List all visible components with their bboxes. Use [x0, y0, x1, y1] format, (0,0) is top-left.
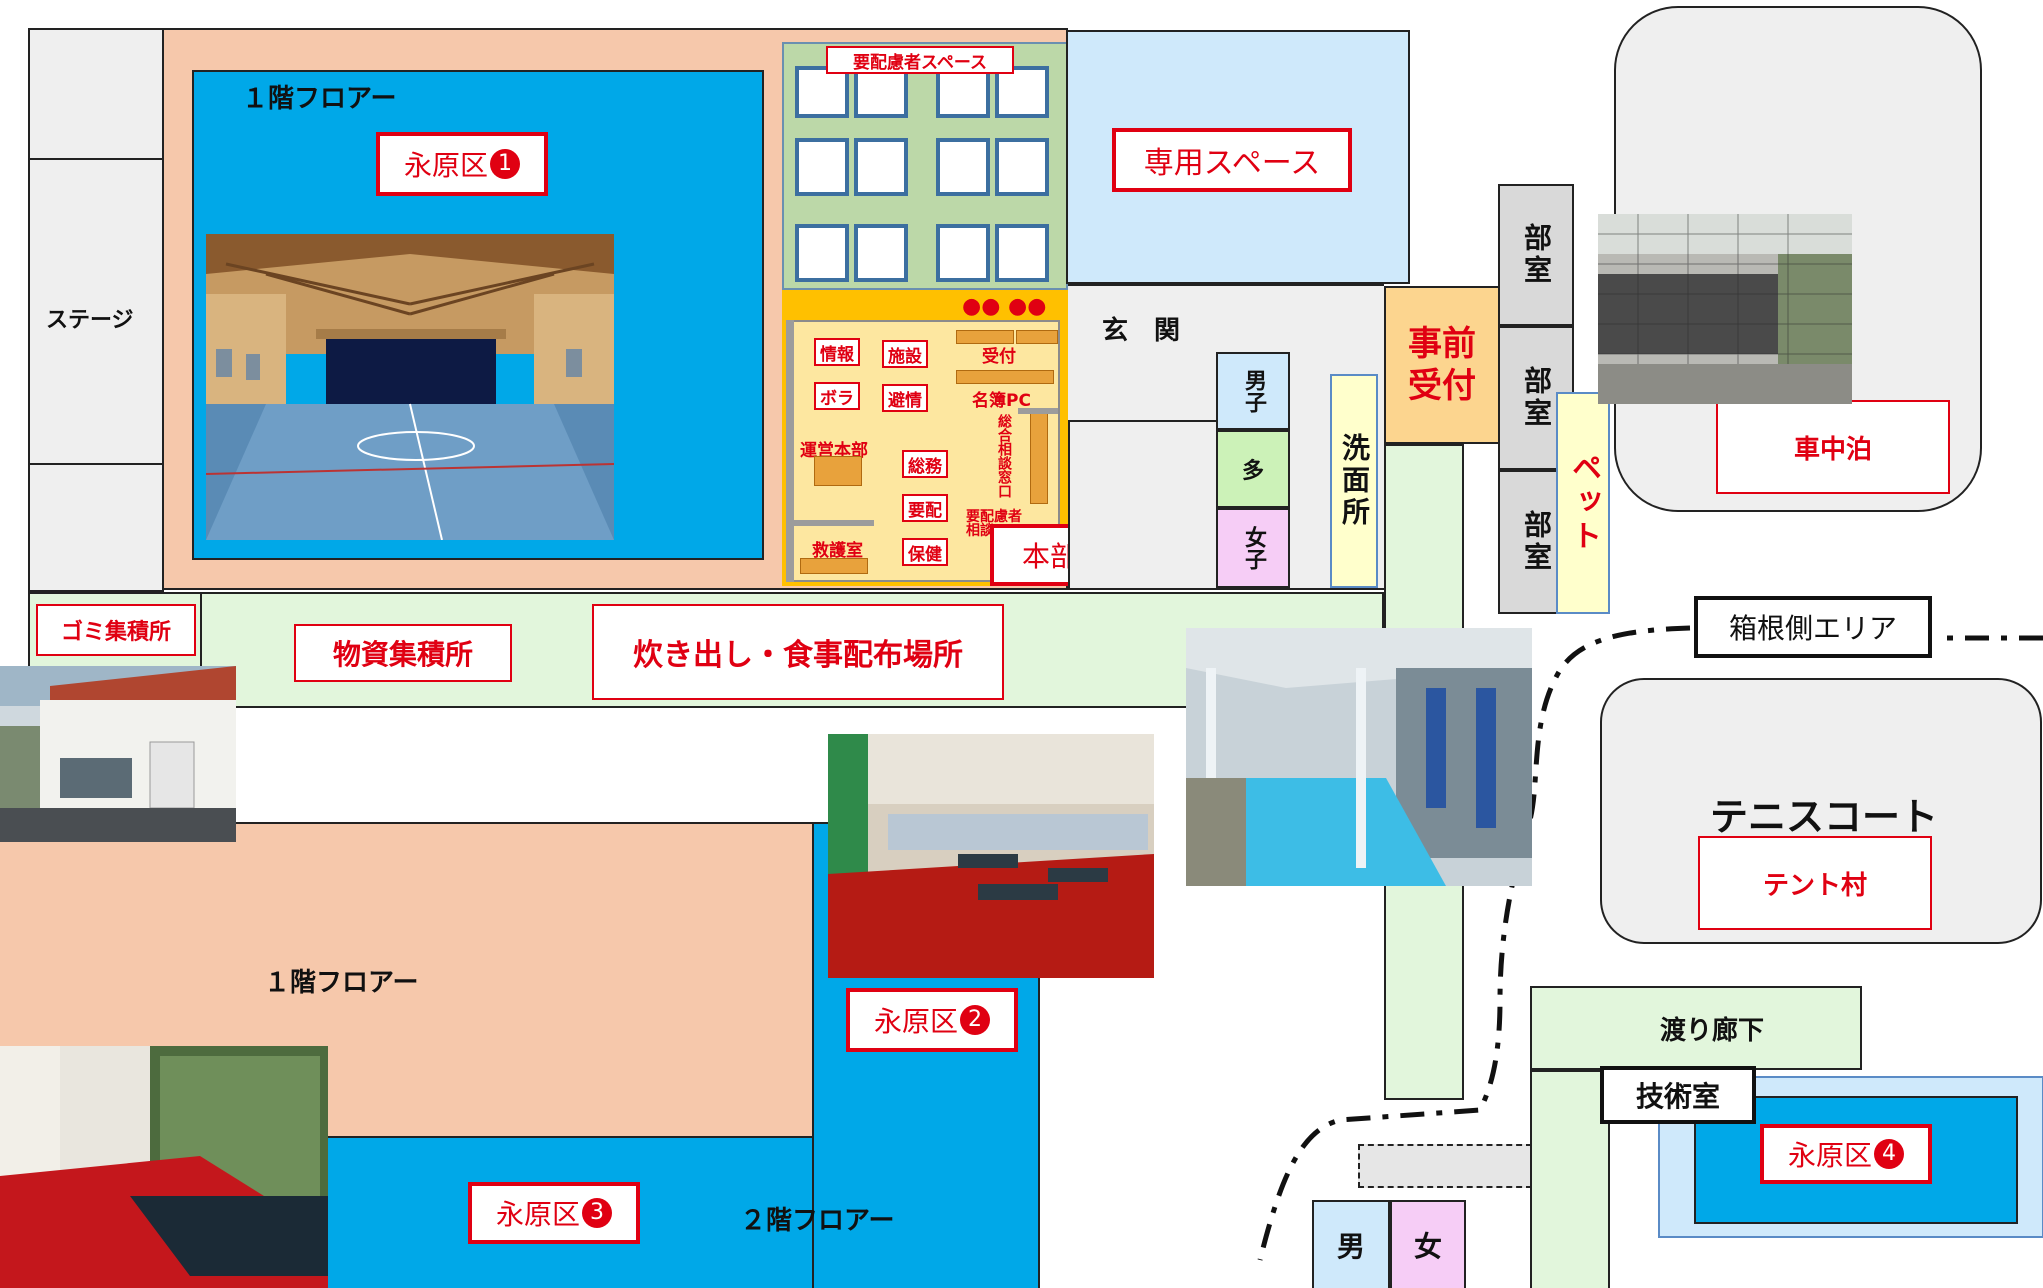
- hq-health: 保健: [902, 538, 948, 566]
- hq-care-consult: 要配慮者相談: [966, 509, 1022, 539]
- corridor-label: 渡り廊下: [1660, 1016, 1765, 1046]
- area-4-text: 永原区: [1787, 1139, 1872, 1172]
- reception-desk: [956, 330, 1014, 344]
- floor1-top-label: １階フロアー: [242, 84, 397, 114]
- club-room-1: 部室: [1498, 184, 1574, 326]
- hakone-area-label: 箱根側エリア: [1694, 596, 1932, 658]
- toilet-bottom-men-label: 男: [1336, 1230, 1365, 1263]
- club-room-3-label: 部室: [1520, 510, 1553, 574]
- area-2-text: 永原区: [873, 1005, 958, 1038]
- stage-divider-1: [28, 158, 164, 160]
- hq-facility: 施設: [882, 340, 928, 368]
- area-1-text: 永原区: [403, 149, 488, 182]
- hq-roster-pc: 名簿PC: [972, 391, 1031, 411]
- table-tennis-room-photo: [828, 734, 1154, 978]
- tech-room-label: 技術室: [1600, 1066, 1756, 1124]
- toilet-bottom-men: 男: [1312, 1200, 1390, 1288]
- entrance-divider: [1068, 420, 1216, 422]
- rescue-bed: [800, 558, 868, 574]
- corridor-bridge: [1530, 986, 1862, 1070]
- floor2-label: ２階フロアー: [740, 1206, 895, 1236]
- toilet-men-label: 男子: [1241, 369, 1266, 413]
- area-3-number-icon: 3: [582, 1198, 612, 1228]
- room-11: [936, 224, 990, 282]
- room-6: [854, 138, 908, 196]
- area-2-number-icon: 2: [960, 1005, 990, 1035]
- toilet-multi-label: 多: [1241, 459, 1264, 484]
- hq-left-wall: [786, 320, 794, 582]
- floor1-bottom-label: １階フロアー: [264, 968, 419, 998]
- toilet-men: 男子: [1216, 352, 1290, 430]
- covered-walkway-photo: [1186, 628, 1532, 886]
- bottom-connector: [1358, 1144, 1532, 1188]
- gym-interior-photo: [206, 234, 614, 540]
- supplies-label: 物資集積所: [294, 624, 512, 682]
- bridge-lower: [1530, 1070, 1610, 1288]
- pre-reception: 事前受付: [1384, 286, 1500, 444]
- dedicated-space-label: 専用スペース: [1112, 128, 1352, 192]
- washroom: 洗面所: [1330, 374, 1378, 588]
- tennis-label: テニスコート: [1710, 795, 1939, 839]
- stage-column: [28, 28, 164, 592]
- area-3-text: 永原区: [495, 1198, 580, 1231]
- room-2: [854, 66, 908, 118]
- toilet-bottom-women: 女: [1390, 1200, 1466, 1288]
- pre-reception-label: 事前受付: [1408, 324, 1476, 406]
- room-5: [795, 138, 849, 196]
- pet-label: ペット: [1566, 452, 1601, 554]
- room-8: [995, 138, 1049, 196]
- toilet-women-label: 女子: [1241, 526, 1266, 570]
- area-1-number-icon: 1: [490, 149, 520, 179]
- toilet-women: 女子: [1216, 508, 1290, 588]
- room-10: [854, 224, 908, 282]
- footprints-icon: ●● ●●: [962, 294, 1047, 319]
- garbage-label: ゴミ集積所: [36, 604, 196, 656]
- hq-special-care: 要配: [902, 494, 948, 522]
- hq-evac-info: 避情: [882, 384, 928, 412]
- special-needs-label: 要配慮者スペース: [826, 46, 1014, 74]
- hq-rescue: 救護室: [812, 541, 863, 561]
- pet-area: ペット: [1556, 392, 1610, 614]
- roster-desk: [956, 370, 1054, 384]
- room-4: [995, 66, 1049, 118]
- garbage-wall: [200, 592, 202, 666]
- hq-info: 情報: [814, 338, 860, 366]
- toilet-multi: 多: [1216, 430, 1290, 508]
- room-9: [795, 224, 849, 282]
- food-label: 炊き出し・食事配布場所: [592, 604, 1004, 700]
- consult-desk: [1030, 412, 1048, 504]
- toilet-bottom-women-label: 女: [1413, 1230, 1442, 1263]
- garbage-area-photo: [0, 666, 236, 842]
- stage-label: ステージ: [46, 308, 134, 333]
- hallway-photo: [0, 1046, 328, 1288]
- hq-consult: 総合相談窓口: [996, 414, 1012, 498]
- car-stay-photo: [1598, 214, 1852, 404]
- room-12: [995, 224, 1049, 282]
- room-7: [936, 138, 990, 196]
- club-room-1-label: 部室: [1520, 223, 1553, 287]
- floor2-divider: [812, 1136, 814, 1288]
- washroom-label: 洗面所: [1338, 433, 1371, 529]
- hq-volunteer: ボラ: [814, 382, 860, 410]
- entrance-divider-v: [1068, 420, 1070, 590]
- rescue-wall: [794, 520, 874, 526]
- reception-desk-2: [1016, 330, 1058, 344]
- hq-general-affairs: 総務: [902, 450, 948, 478]
- special-needs-grid: [782, 42, 1068, 290]
- hq-reception: 受付: [982, 347, 1016, 367]
- consult-wall: [1018, 408, 1058, 414]
- ops-desk: [814, 456, 862, 486]
- club-room-2-label: 部室: [1520, 366, 1553, 430]
- car-stay-label: 車中泊: [1716, 400, 1950, 494]
- area-4-number-icon: 4: [1874, 1139, 1904, 1169]
- tennis-sub-label: テント村: [1698, 836, 1932, 930]
- stage-divider-2: [28, 463, 164, 465]
- entrance-label: 玄 関: [1102, 316, 1181, 346]
- room-1: [795, 66, 849, 118]
